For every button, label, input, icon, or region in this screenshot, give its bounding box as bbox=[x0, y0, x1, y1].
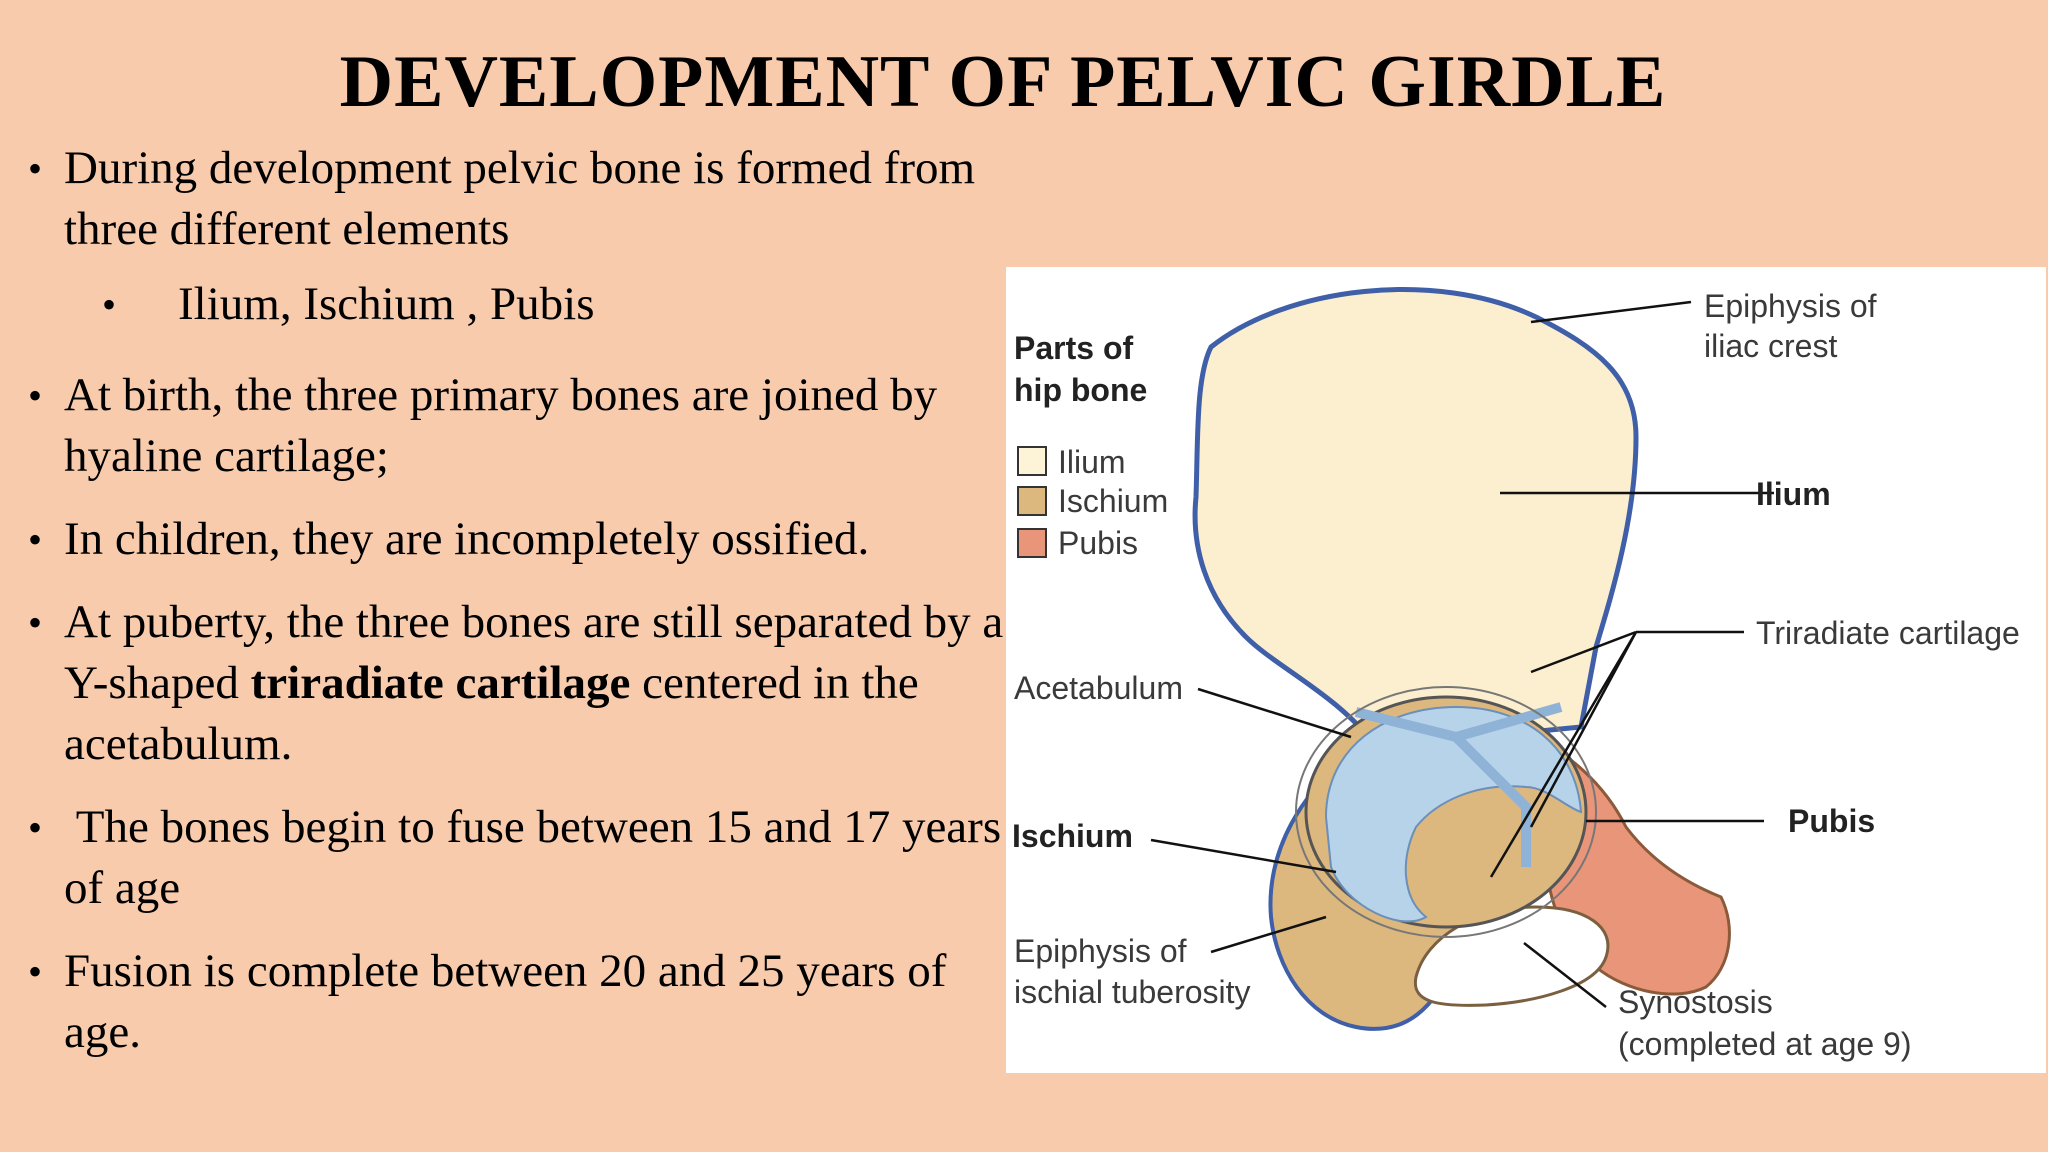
bullet-item: • During development pelvic bone is forme… bbox=[24, 138, 1004, 260]
bullet-text-post: centered in the acetabulum. bbox=[64, 657, 919, 770]
bullet-text: The bones begin to fuse between 15 and 1… bbox=[64, 801, 1002, 914]
label-synostosis: Synostosis bbox=[1618, 984, 1773, 1020]
bullet-item: • At birth, the three primary bones are j… bbox=[24, 365, 1004, 487]
hip-bone-diagram: Parts of hip bone Ilium Ischium Pubis Ep… bbox=[1012, 287, 2020, 1062]
label-epiphysis-ischial-line2: ischial tuberosity bbox=[1014, 974, 1251, 1010]
legend-label-pubis: Pubis bbox=[1058, 525, 1138, 561]
label-ilium: Ilium bbox=[1756, 476, 1831, 512]
legend-swatch-ilium bbox=[1017, 446, 1047, 476]
leader-lines bbox=[1150, 300, 1774, 1008]
triradiate-cartilage-shape bbox=[1354, 702, 1563, 867]
acetabulum-outline bbox=[1295, 686, 1597, 938]
label-pubis: Pubis bbox=[1788, 803, 1875, 839]
bullet-dot: • bbox=[28, 373, 43, 418]
bullet-item: • In children, they are incompletely ossi… bbox=[24, 509, 1004, 570]
bullet-text: During development pelvic bone is formed… bbox=[64, 142, 976, 255]
bullet-text: Ilium, Ischium , Pubis bbox=[178, 278, 595, 330]
label-epiphysis-ischial: Epiphysis of bbox=[1014, 933, 1187, 969]
label-acetabulum: Acetabulum bbox=[1014, 670, 1183, 706]
bullet-dot: • bbox=[28, 805, 43, 850]
legend-label-ischium: Ischium bbox=[1058, 483, 1168, 519]
bullet-text-pre: At puberty, the three bones are still se… bbox=[64, 596, 1004, 709]
sub-bullet-item: • Ilium, Ischium , Pubis bbox=[24, 274, 1004, 335]
label-epiphysis-iliac: Epiphysis of bbox=[1704, 288, 1877, 324]
bullet-dot: • bbox=[28, 517, 43, 562]
bullet-dot: • bbox=[28, 949, 43, 994]
legend-label-ilium: Ilium bbox=[1058, 444, 1126, 480]
label-triradiate-cartilage: Triradiate cartilage bbox=[1756, 615, 2020, 651]
bullet-text-bold: triradiate cartilage bbox=[250, 657, 631, 709]
bullet-dot: • bbox=[28, 600, 43, 645]
legend-title-line2: hip bone bbox=[1014, 372, 1147, 408]
hip-bone-figure: Parts of hip bone Ilium Ischium Pubis Ep… bbox=[1006, 267, 2046, 1073]
bullet-text: At birth, the three primary bones are jo… bbox=[64, 369, 938, 482]
bullet-dot: • bbox=[28, 146, 43, 191]
legend-swatch-pubis bbox=[1017, 528, 1047, 558]
slide-title: DEVELOPMENT OF PELVIC GIRDLE bbox=[339, 41, 1667, 123]
bullet-dot: • bbox=[102, 282, 117, 327]
bullet-text: Fusion is complete between 20 and 25 yea… bbox=[64, 945, 947, 1058]
bullet-text: In children, they are incompletely ossif… bbox=[64, 513, 870, 565]
bullet-item: • The bones begin to fuse between 15 and… bbox=[24, 797, 1004, 919]
legend-swatch-ischium bbox=[1017, 486, 1047, 516]
label-synostosis-line2: (completed at age 9) bbox=[1618, 1026, 1912, 1062]
bullet-list: • During development pelvic bone is forme… bbox=[24, 138, 1004, 1085]
label-epiphysis-iliac-line2: iliac crest bbox=[1704, 328, 1837, 364]
label-ischium: Ischium bbox=[1012, 818, 1133, 854]
ilium-shape bbox=[1192, 287, 1639, 750]
bullet-item: • Fusion is complete between 20 and 25 ye… bbox=[24, 941, 1004, 1063]
lunate-cartilage bbox=[1324, 705, 1583, 923]
legend-title: Parts of bbox=[1014, 330, 1133, 366]
bullet-item: • At puberty, the three bones are still s… bbox=[24, 592, 1004, 775]
